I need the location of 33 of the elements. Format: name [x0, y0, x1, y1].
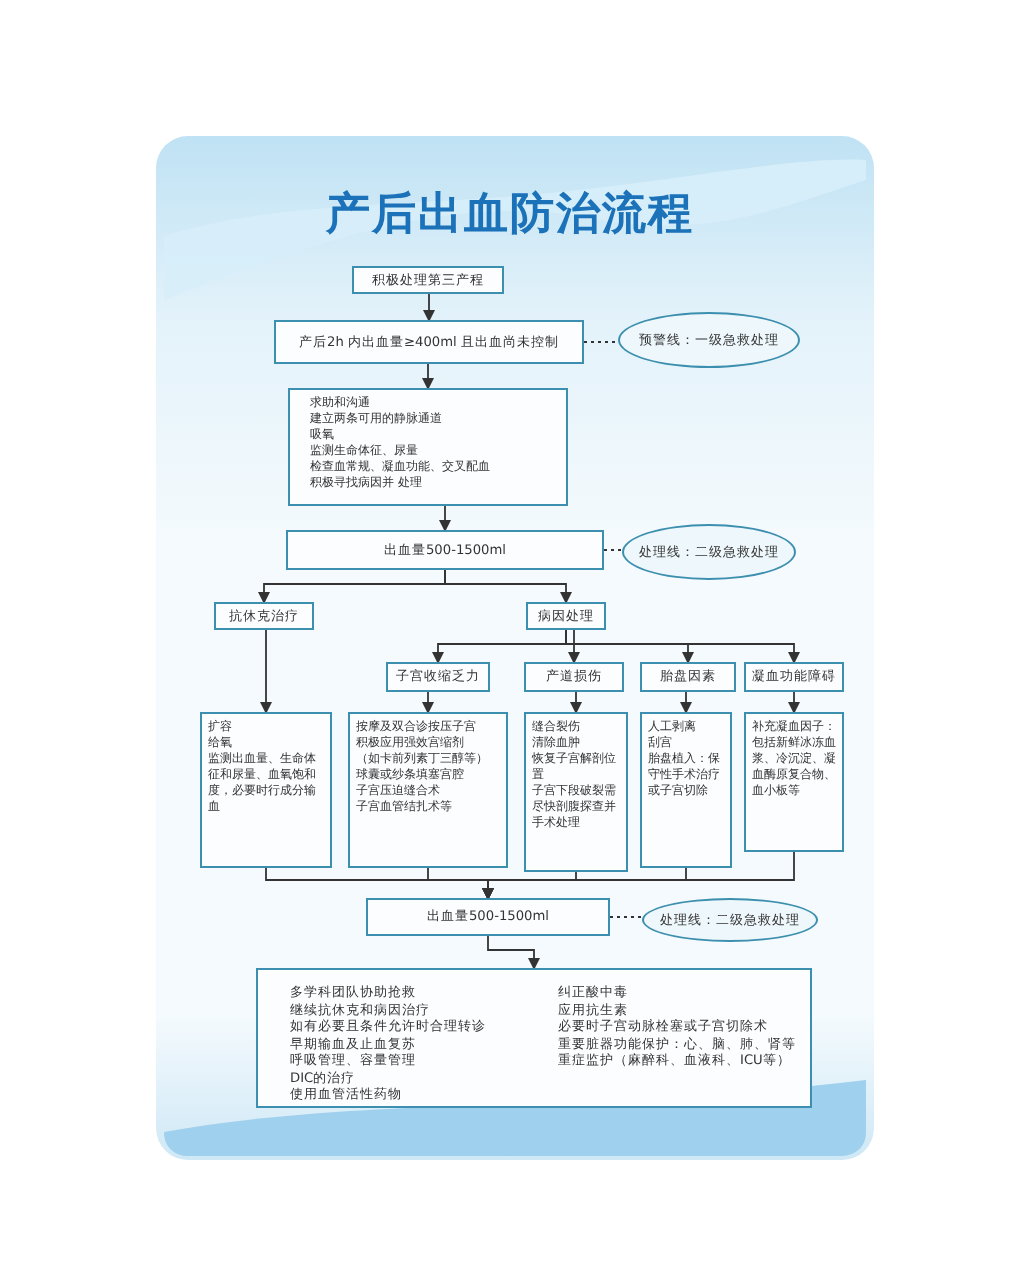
dotted-connector: [610, 915, 642, 919]
dotted-connector: [604, 548, 622, 552]
process-box: [200, 712, 332, 868]
process-box: [286, 530, 604, 570]
process-box: [386, 662, 490, 692]
arrow: [444, 569, 572, 604]
process-box: [348, 712, 508, 868]
process-box: [288, 388, 568, 506]
arrow: [680, 691, 692, 714]
arrow: [487, 935, 540, 970]
arrow: [788, 691, 800, 714]
arrow: [260, 629, 272, 714]
arrow: [482, 851, 795, 900]
arrow: [439, 505, 451, 532]
dotted-connector: [584, 340, 618, 344]
process-box: [744, 712, 844, 852]
process-box: [214, 602, 314, 630]
process-box: [526, 602, 606, 630]
arrow: [422, 691, 434, 714]
process-box: [352, 266, 504, 294]
process-box: [640, 662, 736, 692]
arrow: [423, 293, 435, 322]
process-box: [640, 712, 732, 868]
process-box: [274, 320, 584, 364]
arrow: [422, 363, 434, 390]
arrow: [568, 629, 580, 664]
title: 产后出血防治流程: [324, 187, 696, 244]
arrow: [570, 691, 582, 714]
process-box: [256, 968, 812, 1108]
process-box: [524, 662, 624, 692]
process-box: [524, 712, 628, 872]
process-box: [744, 662, 844, 692]
process-box: [366, 898, 610, 936]
